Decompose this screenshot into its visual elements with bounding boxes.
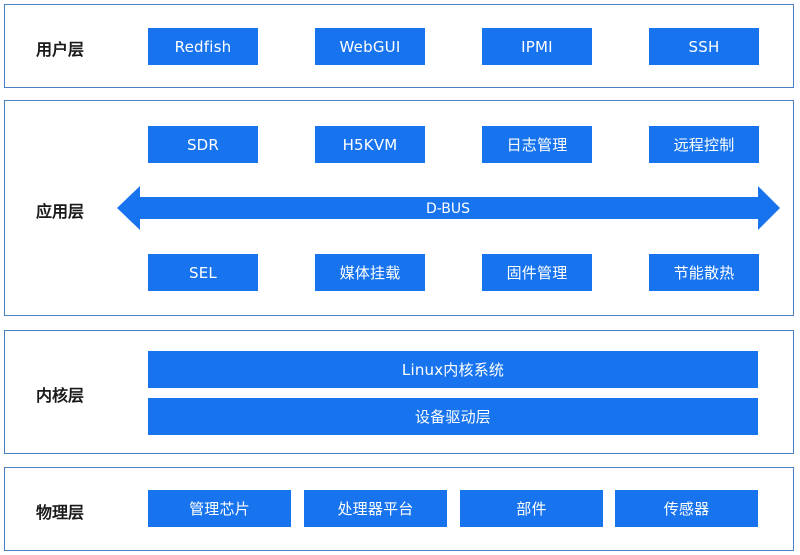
kernel-layer: [4, 330, 794, 454]
sel-box: SEL: [148, 254, 258, 291]
physical-layer-label: 物理层: [36, 503, 85, 522]
h5kvm-box: H5KVM: [315, 126, 425, 163]
user-layer-label: 用户层: [36, 40, 85, 59]
firmware-management-box: 固件管理: [482, 254, 592, 291]
log-management-box: 日志管理: [482, 126, 592, 163]
linux-kernel-box: Linux内核系统: [148, 351, 758, 388]
energy-cooling-box: 节能散热: [649, 254, 759, 291]
sensors-box: 传感器: [615, 490, 758, 527]
webgui-box: WebGUI: [315, 28, 425, 65]
components-box: 部件: [460, 490, 603, 527]
device-driver-box: 设备驱动层: [148, 398, 758, 435]
remote-control-box: 远程控制: [649, 126, 759, 163]
sdr-box: SDR: [148, 126, 258, 163]
kernel-layer-label: 内核层: [36, 386, 85, 405]
ssh-box: SSH: [649, 28, 759, 65]
management-chip-box: 管理芯片: [148, 490, 291, 527]
application-layer-label: 应用层: [36, 202, 85, 221]
processor-platform-box: 处理器平台: [304, 490, 447, 527]
redfish-box: Redfish: [148, 28, 258, 65]
media-mount-box: 媒体挂载: [315, 254, 425, 291]
ipmi-box: IPMI: [482, 28, 592, 65]
